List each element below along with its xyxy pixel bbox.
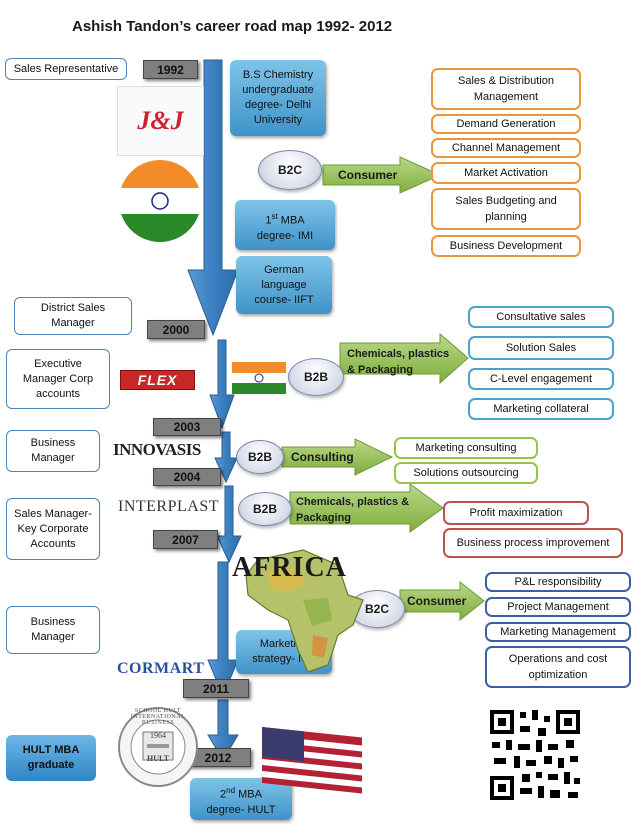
list-item-c-level-engagement: C-Level engagement — [468, 368, 614, 390]
oval-b2b-3: B2B — [238, 492, 292, 526]
hult-name: HULT — [147, 754, 169, 763]
mba2-text: MBA degree- HULT — [206, 788, 276, 816]
mba1-number: 1 — [265, 214, 272, 227]
africa-logo-text: AFRICA — [232, 552, 347, 583]
hult-seal-text: 1964 HULT — [117, 706, 199, 788]
year-2012: 2012 — [185, 748, 251, 767]
hult-ring-text: SCHOOL HULT INTERNATIONAL BUSINESS — [130, 708, 186, 726]
education-second-mba: 2nd MBA degree- HULT — [190, 778, 292, 820]
mba1-text: MBA degree- IMI — [256, 214, 314, 242]
hult-year: 1964 — [150, 731, 166, 740]
mba2-number: 2 — [220, 788, 227, 801]
jj-logo-text: J&J — [137, 106, 184, 135]
arrow-label-consulting: Consulting — [291, 450, 354, 464]
arrow-label-consumer-2: Consumer — [407, 594, 467, 608]
timeline-arrow-4 — [216, 485, 242, 564]
oval-b2b-1: B2B — [288, 358, 344, 396]
list-item-sales-distribution: Sales & Distribution Management — [431, 68, 581, 110]
flex-logo: FLEX — [120, 370, 195, 390]
consumer-arrow-2 — [399, 580, 485, 622]
year-2003: 2003 — [153, 418, 221, 436]
cormart-logo: CORMART — [117, 660, 205, 677]
consulting-arrow — [281, 438, 394, 476]
timeline-arrow-6 — [207, 699, 239, 761]
list-item-business-development: Business Development — [431, 235, 581, 257]
list-item-marketing-consulting: Marketing consulting — [394, 437, 538, 459]
list-item-channel-management: Channel Management — [431, 138, 581, 158]
role-district-sales-manager: District Sales Manager — [14, 297, 132, 335]
interplast-logo: INTERPLAST — [118, 498, 219, 515]
jj-logo: J&J — [117, 86, 204, 156]
qr-code — [488, 708, 582, 802]
role-sales-representative: Sales Representative — [5, 58, 127, 80]
timeline-arrow-2 — [209, 339, 235, 430]
list-item-profit-maximization: Profit maximization — [443, 501, 589, 525]
innovasis-logo: INNOVASIS — [113, 440, 201, 459]
africa-map — [245, 549, 364, 673]
chemicals-arrow-1 — [339, 332, 469, 385]
timeline-arrow-1 — [187, 59, 239, 337]
usa-flag — [262, 727, 362, 794]
list-item-sales-budgeting: Sales Budgeting and planning — [431, 188, 581, 230]
list-item-marketing-management: Marketing Management — [485, 622, 631, 642]
list-item-operations-cost: Operations and cost optimization — [485, 646, 631, 688]
page-title: Ashish Tandon’s career road map 1992- 20… — [72, 18, 393, 35]
education-first-mba: 1st MBA degree- IMI — [235, 200, 335, 250]
oval-b2c-1: B2C — [258, 150, 322, 190]
arrow-label-consumer-1: Consumer — [338, 168, 398, 182]
chemicals-arrow-2 — [289, 483, 444, 533]
flex-logo-text: FLEX — [137, 372, 178, 388]
role-executive-manager: Executive Manager Corp accounts — [6, 349, 110, 409]
education-bs-chemistry: B.S Chemistry undergraduate degree- Delh… — [230, 60, 326, 136]
role-business-manager-1: Business Manager — [6, 430, 100, 472]
mba1-sup: st — [271, 212, 278, 221]
india-flag — [232, 362, 286, 394]
hult-seal — [118, 707, 198, 787]
list-item-market-activation: Market Activation — [431, 162, 581, 184]
year-2011: 2011 — [183, 679, 249, 698]
role-hult-mba-graduate: HULT MBA graduate — [6, 735, 96, 781]
year-1992: 1992 — [143, 60, 198, 79]
education-german-course: German language course- IIFT — [236, 256, 332, 314]
list-item-demand-generation: Demand Generation — [431, 114, 581, 134]
consumer-arrow-1 — [322, 156, 442, 194]
timeline-arrow-5 — [207, 561, 239, 698]
year-2007: 2007 — [153, 530, 218, 549]
list-item-marketing-collateral: Marketing collateral — [468, 398, 614, 420]
arrow-label-chemicals-1: Chemicals, plastics & Packaging — [347, 348, 450, 376]
oval-b2b-2: B2B — [236, 440, 284, 474]
oval-b2c-2: B2C — [349, 590, 405, 628]
list-item-business-process-improvement: Business process improvement — [443, 528, 623, 558]
list-item-consultative-sales: Consultative sales — [468, 306, 614, 328]
role-business-manager-2: Business Manager — [6, 606, 100, 654]
role-sales-manager-key-accounts: Sales Manager- Key Corporate Accounts — [6, 498, 100, 560]
list-item-pl-responsibility: P&L responsibility — [485, 572, 631, 592]
mba2-sup: nd — [226, 786, 236, 795]
india-flag-circle — [119, 160, 201, 242]
arrow-label-chemicals-2: Chemicals, plastics & Packaging — [296, 496, 410, 524]
list-item-solution-sales: Solution Sales — [468, 336, 614, 360]
list-item-project-management: Project Management — [485, 597, 631, 617]
year-2000: 2000 — [147, 320, 205, 339]
year-2004: 2004 — [153, 468, 221, 486]
list-item-solutions-outsourcing: Solutions outsourcing — [394, 462, 538, 484]
